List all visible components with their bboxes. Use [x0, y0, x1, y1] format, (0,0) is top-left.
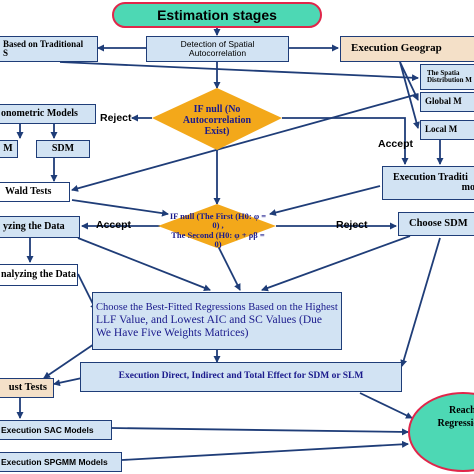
analyzing-data-box-2: nalyzing the Data [0, 264, 78, 286]
estimation-stages-title: Estimation stages [112, 2, 322, 28]
accept-label-1: Accept [378, 138, 414, 150]
execution-direct-box: Execution Direct, Indirect and Total Eff… [80, 362, 402, 392]
arrow-d1-accept [282, 117, 409, 165]
spatial-distribution-text: The Spatia [427, 68, 460, 77]
m-text: M [3, 142, 13, 154]
reaching-line2: Regression [437, 417, 474, 429]
best-fitted-line1: Choose the Best-Fitted Regressions Based… [96, 301, 338, 313]
wald-tests-text: Wald Tests [5, 185, 52, 197]
arrow-wald-d2 [71, 199, 169, 217]
arrow-spgmm-reach [121, 440, 409, 461]
execution-geographic-text: Execution Geograp [351, 42, 442, 55]
analyzing-data-text-2: nalyzing the Data [1, 268, 76, 280]
decision-2-text: IF null (The First (H0: φ = 0) , The Sec… [168, 211, 268, 250]
arrow-analyzing1-best [77, 237, 211, 292]
m-box: M [0, 140, 18, 158]
reaching-line1: Reachin [449, 405, 474, 416]
execution-traditional-text: Execution Traditi [393, 171, 468, 183]
choose-sdm-box: Choose SDM [398, 212, 474, 236]
arrow-left-to-spatial [59, 61, 419, 82]
arrow-direct-reach [359, 392, 413, 419]
decision-diamond-2 [158, 204, 276, 248]
analyzing-data-text-1: yzing the Data [3, 220, 65, 232]
arrow-choose-direct [400, 237, 441, 367]
analyzing-data-box-1: yzing the Data [0, 216, 80, 238]
global-box: Global M [420, 92, 474, 112]
arrow-direct-ust [53, 377, 83, 387]
ust-tests-box: ust Tests [0, 378, 54, 398]
local-text: Local M [425, 124, 458, 135]
execution-direct-text: Execution Direct, Indirect and Total Eff… [118, 371, 364, 382]
local-box: Local M [420, 120, 474, 140]
sdm-box: SDM [36, 140, 90, 158]
decision-1-line2: Exist) [204, 126, 230, 137]
spgmm-models-box: Execution SPGMM Models [0, 452, 122, 472]
global-text: Global M [425, 96, 462, 107]
reject-label-1: Reject [100, 112, 132, 124]
arrow-choose-best [261, 235, 411, 292]
econometric-box: onometric Models [0, 104, 96, 124]
decision-1-text: IF null (No Autocorrelation Exist) [170, 104, 264, 137]
spgmm-models-text: Execution SPGMM Models [1, 456, 108, 467]
traditional-text-2: S [3, 48, 9, 58]
traditional-text: Based on Traditional [3, 38, 84, 49]
reaching-line3: F [414, 430, 474, 443]
best-fitted-box: Choose the Best-Fitted Regressions Based… [92, 292, 342, 350]
arrow-d2-best [216, 243, 241, 291]
spatial-distribution-text-2: Distribution M [427, 76, 472, 84]
decision-1-line1: IF null (No Autocorrelation [182, 104, 252, 126]
ust-tests-text: ust Tests [8, 382, 47, 394]
traditional-box: Based on Traditional S [0, 36, 98, 62]
detection-box: Detection of Spatial Autocorrelation [146, 36, 289, 62]
reaching-text: Reachin Regression F [414, 405, 474, 443]
sac-models-text: Execution SAC Models [1, 424, 94, 435]
decision-diamond-1 [152, 88, 282, 150]
wald-tests-box: Wald Tests [0, 182, 70, 202]
sac-models-box: Execution SAC Models [0, 420, 112, 440]
arrow-exectrad-d2 [269, 185, 381, 216]
accept-label-2: Accept [96, 219, 132, 231]
detection-text-2: Autocorrelation [188, 48, 247, 58]
arrow-exec-global [399, 61, 419, 101]
spatial-distribution-box: The Spatia Distribution M [420, 64, 474, 90]
choose-sdm-text: Choose SDM [409, 218, 468, 230]
best-fitted-line2: LLF Value, and Lowest AIC and SC Values … [96, 313, 323, 326]
econometric-text: onometric Models [1, 107, 78, 119]
execution-geographic-box: Execution Geograp [340, 36, 474, 62]
execution-traditional-text-2: mo [461, 182, 474, 193]
detection-text: Detection of Spatial [180, 39, 255, 50]
arrow-sac-reach [111, 427, 409, 436]
arrow-exec-local [399, 61, 420, 129]
decision-2-line2: The Second (H0: φ + ρβ = 0) [171, 229, 265, 250]
sdm-text: SDM [51, 142, 75, 154]
best-fitted-line3: We Have Five Weights Matrices) [96, 327, 249, 340]
decision-2-line1: IF null (The First (H0: φ = 0) , [169, 211, 267, 231]
execution-traditional-box: Execution Traditi mo [382, 166, 474, 200]
arrow-right-wald [71, 93, 419, 192]
arrow-best-ust [43, 339, 101, 379]
reject-label-2: Reject [336, 219, 368, 231]
